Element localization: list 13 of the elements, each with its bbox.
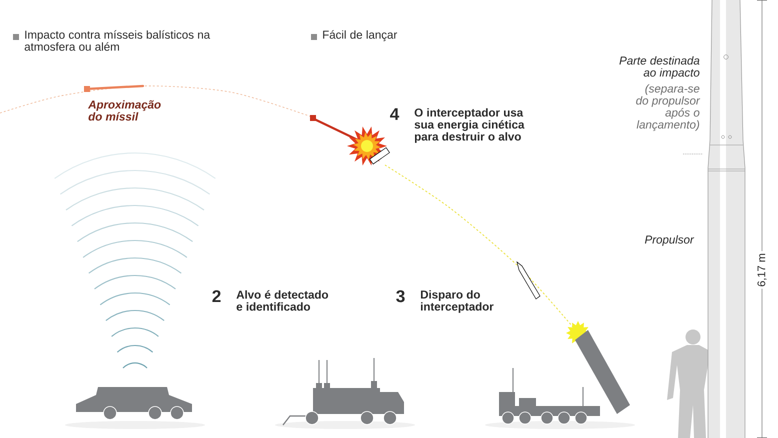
trajectory-label: Aproximação do míssil (88, 100, 161, 121)
dimension-label: 6,17 m (755, 251, 769, 289)
note-text: (separa-se do propulsor após o lançamento) (636, 84, 700, 131)
bullet-text: Fácil de lançar (311, 30, 398, 42)
step-number: 4 (390, 108, 400, 120)
step-text: O interceptador usa sua energia cinética para destruir o alvo (414, 108, 524, 143)
step-number: 3 (396, 290, 405, 302)
step-text: Disparo do interceptador (420, 290, 494, 313)
part-label: Propulsor (644, 235, 694, 246)
bullet-text: Impacto contra mísseis balísticos na atmosfera ou além (13, 30, 210, 51)
step-number: 2 (212, 290, 221, 302)
step-text: Alvo é detectado e identificado (236, 290, 328, 311)
part-label: Parte destinada ao impacto (619, 56, 700, 79)
